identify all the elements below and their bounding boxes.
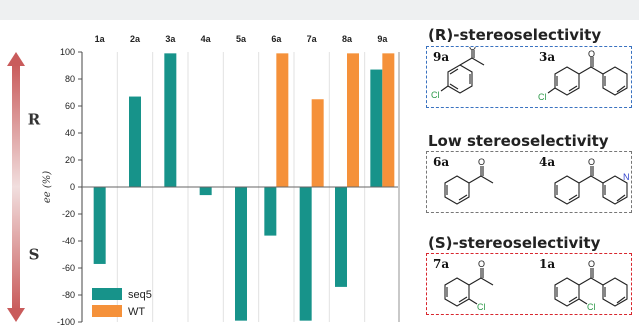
category-label-4a: 4a	[201, 34, 212, 44]
chlorine-atom: Cl	[587, 302, 596, 312]
side-label-r: R	[28, 111, 41, 129]
chlorine-atom: Cl	[477, 302, 486, 312]
bar-WT-6a	[276, 53, 289, 187]
compound-label: 1a	[539, 257, 556, 271]
low-selectivity-box: 6a 4a O O N	[426, 151, 632, 213]
side-label-s: S	[29, 246, 40, 264]
chlorine-atom: Cl	[538, 92, 547, 102]
bar-seq5-1a	[93, 187, 106, 264]
category-label-2a: 2a	[130, 34, 141, 44]
y-tick-label: -60	[62, 263, 75, 273]
bar-seq5-5a	[235, 187, 247, 321]
bar-seq5-4a	[199, 187, 212, 196]
low-structures: O O N	[444, 157, 630, 205]
y-tick-label: 80	[65, 74, 75, 84]
compound-label: 9a	[433, 50, 450, 64]
y-tick-label: 40	[65, 128, 75, 138]
oxygen-atom: O	[588, 259, 595, 269]
legend-swatch-WT	[92, 305, 122, 317]
s-structures: O Cl O Cl	[444, 259, 628, 312]
category-label-8a: 8a	[342, 34, 353, 44]
legend-swatch-seq5	[92, 288, 122, 300]
category-label-5a: 5a	[236, 34, 247, 44]
plot-right-edge	[398, 52, 400, 322]
y-tick-label: -80	[62, 290, 75, 300]
s-selectivity-title: (S)-stereoselectivity	[428, 234, 601, 252]
bar-WT-8a	[347, 53, 359, 187]
y-tick-label: 100	[60, 47, 75, 57]
top-band	[0, 0, 639, 20]
ee-bar-chart: R See (%) -100 -80 -60 -40 -20 0 20 40 60 80 100 1a 2a…	[7, 34, 400, 326]
compound-label: 4a	[539, 155, 556, 169]
legend-label-WT: WT	[128, 306, 145, 318]
legend-label-seq5: seq5	[128, 289, 152, 301]
y-tick-label: 60	[65, 101, 75, 111]
oxygen-atom: O	[588, 49, 595, 59]
bar-seq5-8a	[335, 187, 347, 287]
category-label-3a: 3a	[165, 34, 176, 44]
y-tick-label: -100	[57, 317, 75, 326]
y-tick-label: 0	[70, 182, 75, 192]
bar-WT-7a	[311, 99, 324, 187]
arrow-head-up-icon	[7, 52, 25, 66]
nitrogen-atom: N	[623, 172, 630, 182]
y-tick-label: -40	[62, 236, 75, 246]
oxygen-atom: O	[469, 47, 476, 52]
bar-seq5-9a	[370, 69, 383, 187]
bar-seq5-7a	[299, 187, 312, 321]
category-label-7a: 7a	[307, 34, 318, 44]
bar-WT-9a	[382, 53, 395, 187]
arrow-shaft	[12, 64, 20, 310]
category-label-9a: 9a	[377, 34, 388, 44]
y-axis-label: ee (%)	[42, 171, 53, 203]
y-tick-label: 20	[65, 155, 75, 165]
compound-label: 3a	[539, 50, 556, 64]
oxygen-atom: O	[478, 157, 485, 167]
bar-seq5-2a	[129, 96, 141, 187]
bar-seq5-6a	[264, 187, 277, 236]
oxygen-atom: O	[478, 259, 485, 269]
oxygen-atom: O	[588, 157, 595, 167]
r-selectivity-title: (R)-stereoselectivity	[428, 26, 602, 44]
r-selectivity-box: 9a 3a O Cl O Cl	[426, 46, 632, 108]
category-label-1a: 1a	[95, 34, 106, 44]
chlorine-atom: Cl	[431, 90, 440, 100]
r-structures: O Cl O Cl	[431, 47, 628, 102]
s-selectivity-box: 7a 1a O Cl O Cl	[426, 253, 632, 315]
bar-seq5-3a	[164, 53, 177, 187]
y-tick-label: -20	[62, 209, 75, 219]
compound-label: 6a	[433, 155, 450, 169]
category-label-6a: 6a	[271, 34, 282, 44]
low-selectivity-title: Low stereoselectivity	[428, 132, 609, 150]
compound-label: 7a	[433, 257, 450, 271]
arrow-head-down-icon	[7, 308, 25, 322]
stereoselectivity-panel: (R)-stereoselectivity 9a 3a O Cl O Cl Lo…	[424, 26, 636, 326]
